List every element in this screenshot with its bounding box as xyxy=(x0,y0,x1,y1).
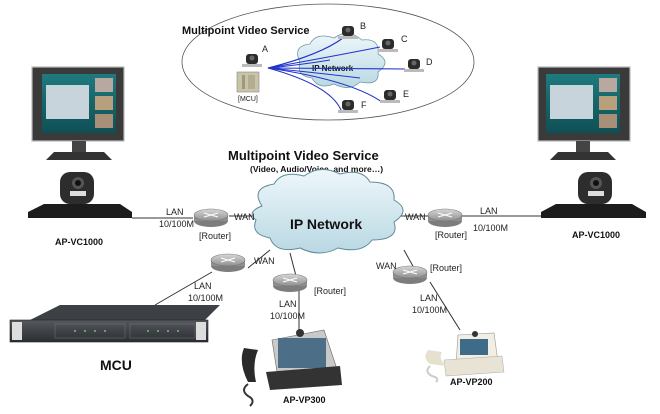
mcu-device xyxy=(9,305,220,343)
left-camera-label: AP-VC1000 xyxy=(55,237,103,247)
router-left xyxy=(193,208,229,228)
router-right xyxy=(427,208,463,228)
inset-endpoint-label-d: D xyxy=(426,57,433,67)
router-vp300 xyxy=(272,273,308,293)
vp300-router-label: [Router] xyxy=(314,286,346,296)
main-title: Multipoint Video Service xyxy=(228,148,379,163)
vp300-speed-label: 10/100M xyxy=(270,311,305,321)
main-subtitle: (Video, Audio/Voice, and more…) xyxy=(250,164,383,174)
right-tv xyxy=(537,66,631,160)
main-network-label: IP Network xyxy=(290,216,362,232)
vp200-wan-label: WAN xyxy=(376,261,397,271)
mcu-wan-label: WAN xyxy=(254,256,275,266)
inset-title: Multipoint Video Service xyxy=(182,25,310,37)
right-camera xyxy=(541,172,646,218)
inset-diagram: Multipoint Video Service IP Network A B … xyxy=(181,3,475,121)
router-vp200 xyxy=(392,265,428,285)
mcu-speed-label: 10/100M xyxy=(188,293,223,303)
inset-cloud xyxy=(297,33,386,88)
inset-endpoint-label-a: A xyxy=(262,44,268,54)
main-cloud xyxy=(251,169,404,254)
left-speed-label: 10/100M xyxy=(159,219,194,229)
router-mcu xyxy=(210,253,246,273)
left-router-label: [Router] xyxy=(199,231,231,241)
vp300-device xyxy=(241,329,342,407)
vp200-device xyxy=(425,331,505,383)
inset-endpoint-label-f: F xyxy=(361,100,367,110)
right-lan-label: LAN xyxy=(480,206,498,216)
left-lan-label: LAN xyxy=(166,207,184,217)
left-tv xyxy=(31,66,125,160)
vp200-router-label: [Router] xyxy=(430,263,462,273)
left-camera xyxy=(28,172,132,218)
inset-mcu-icon xyxy=(236,71,260,93)
vp200-speed-label: 10/100M xyxy=(412,305,447,315)
right-camera-label: AP-VC1000 xyxy=(572,230,620,240)
vp300-lan-label: LAN xyxy=(279,299,297,309)
inset-endpoint-label-c: C xyxy=(401,34,408,44)
right-router-label: [Router] xyxy=(435,230,467,240)
mcu-lan-label: LAN xyxy=(194,281,212,291)
inset-mcu-label: [MCU] xyxy=(238,96,258,103)
right-speed-label: 10/100M xyxy=(473,223,508,233)
connection-lines xyxy=(132,215,541,331)
right-wan-label: WAN xyxy=(405,212,426,222)
mcu-label: MCU xyxy=(100,357,132,373)
inset-links xyxy=(267,37,406,111)
vp300-label: AP-VP300 xyxy=(283,395,326,405)
inset-endpoint-label-b: B xyxy=(360,21,366,31)
vp200-lan-label: LAN xyxy=(420,293,438,303)
left-wan-label: WAN xyxy=(234,212,255,222)
inset-endpoint-label-e: E xyxy=(403,89,409,99)
vp200-label: AP-VP200 xyxy=(450,377,493,387)
